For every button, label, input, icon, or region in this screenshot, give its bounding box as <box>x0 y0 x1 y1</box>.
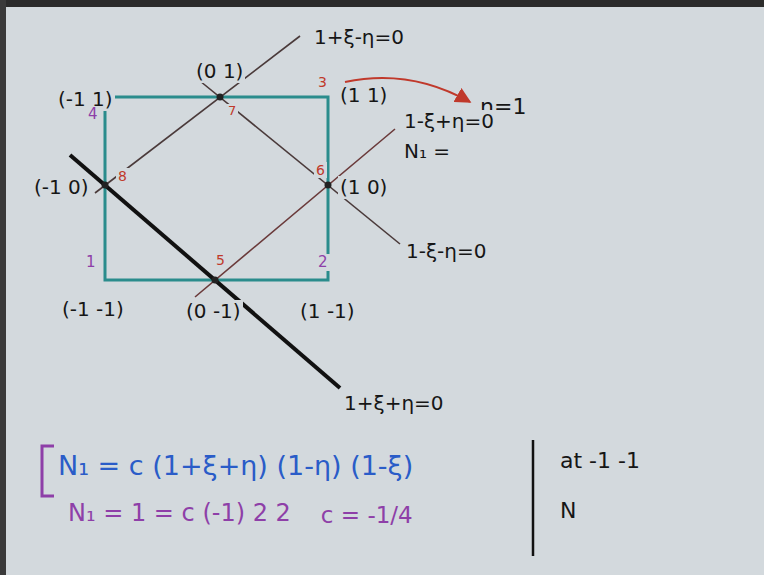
note: N <box>558 498 578 523</box>
coordinate: (1 -1) <box>298 300 357 323</box>
node-number: 8 <box>116 168 129 184</box>
node-number: 2 <box>316 254 330 271</box>
node-number: 3 <box>316 74 329 90</box>
coordinate: (0 -1) <box>184 300 243 323</box>
line-equation: 1+ξ+η=0 <box>342 392 446 415</box>
constant-value: c = -1/4 <box>319 502 415 528</box>
element-square <box>105 97 328 280</box>
bracket <box>42 446 54 496</box>
coordinate: (1 1) <box>338 84 389 107</box>
node-number: 5 <box>214 252 227 268</box>
board-frame <box>0 0 6 575</box>
note: at -1 -1 <box>558 448 642 473</box>
node-number: 4 <box>86 106 100 123</box>
node-dots <box>102 94 332 284</box>
coordinate: (1 0) <box>338 176 389 199</box>
line-one-plus-xi-minus-eta <box>95 36 300 193</box>
shape-function-equation: N₁ = c (1+ξ+η) (1-η) (1-ξ) <box>56 450 415 481</box>
line-equation: 1-ξ-η=0 <box>404 240 488 263</box>
line-one-minus-xi-plus-eta <box>195 129 395 297</box>
line-one-plus-xi-plus-eta <box>70 155 340 388</box>
line-equation: 1+ξ-η=0 <box>312 26 406 49</box>
coordinate: (0 1) <box>194 60 245 83</box>
board-frame <box>0 0 764 7</box>
coordinate: (-1 -1) <box>60 298 126 321</box>
node-number: 1 <box>84 254 98 271</box>
separator-line <box>532 440 535 556</box>
coordinate: (-1 0) <box>32 176 91 199</box>
node-number: 7 <box>226 104 238 119</box>
shape-function: N₁ = <box>402 140 452 163</box>
constant-equation: N₁ = 1 = c (-1) 2 2 <box>66 500 293 528</box>
line-equation: 1-ξ+η=0 <box>402 110 496 133</box>
line-one-minus-xi-minus-eta <box>200 81 400 244</box>
node-number: 6 <box>314 162 327 178</box>
